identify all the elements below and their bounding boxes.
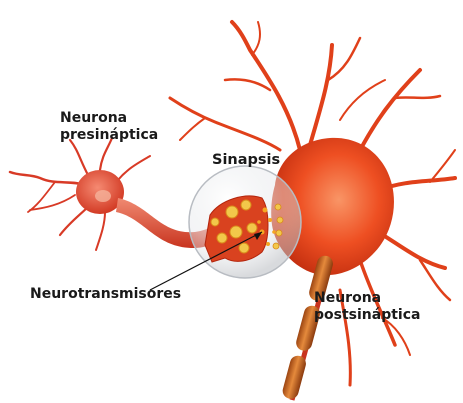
neurotransmitters-label: Neurotransmisores [30,286,181,303]
postsynaptic-axon [281,254,335,401]
postsynaptic-neuron-label: Neurona postsináptica [314,290,420,324]
synapse-label: Sinapsis [212,152,280,169]
presynaptic-neuron-label: Neurona presináptica [60,110,158,144]
